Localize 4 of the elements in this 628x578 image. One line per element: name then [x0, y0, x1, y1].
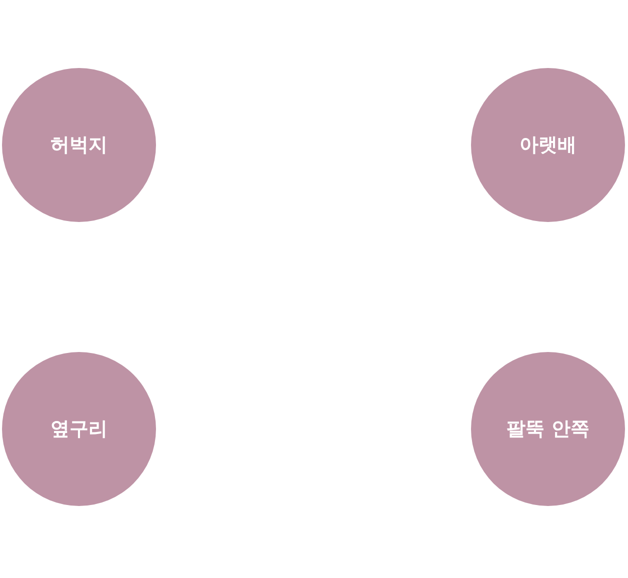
node-label: 옆구리	[50, 417, 108, 442]
node-label: 팔뚝 안쪽	[506, 417, 590, 442]
node-label: 아랫배	[520, 133, 576, 158]
node-label: 허벅지	[50, 133, 108, 158]
